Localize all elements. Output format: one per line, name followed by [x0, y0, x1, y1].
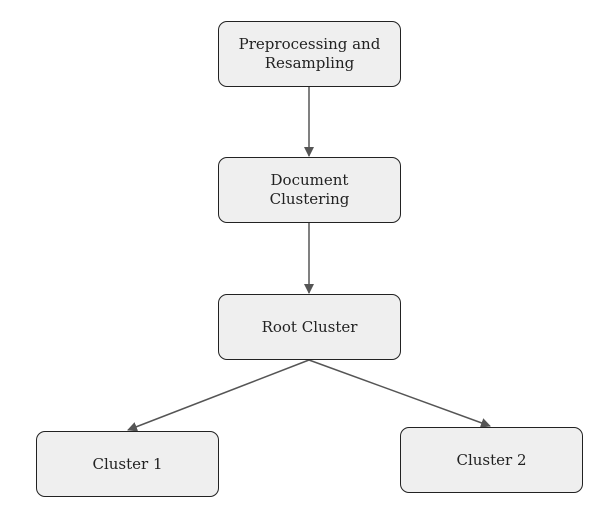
edge-root-to-cluster1	[127, 359, 310, 432]
node-document-clustering: Document Clustering	[218, 157, 401, 223]
node-label: Preprocessing and Resampling	[238, 35, 381, 72]
node-label: Cluster 2	[456, 450, 527, 469]
node-preprocessing-and-resampling: Preprocessing and Resampling	[218, 21, 401, 87]
node-label: Document Clustering	[269, 171, 350, 208]
node-cluster-1: Cluster 1	[36, 431, 219, 497]
node-label: Root Cluster	[261, 317, 358, 336]
node-label: Cluster 1	[92, 454, 163, 473]
node-cluster-2: Cluster 2	[400, 427, 583, 493]
node-root-cluster: Root Cluster	[218, 294, 401, 360]
edge-root-to-cluster2	[308, 359, 491, 428]
